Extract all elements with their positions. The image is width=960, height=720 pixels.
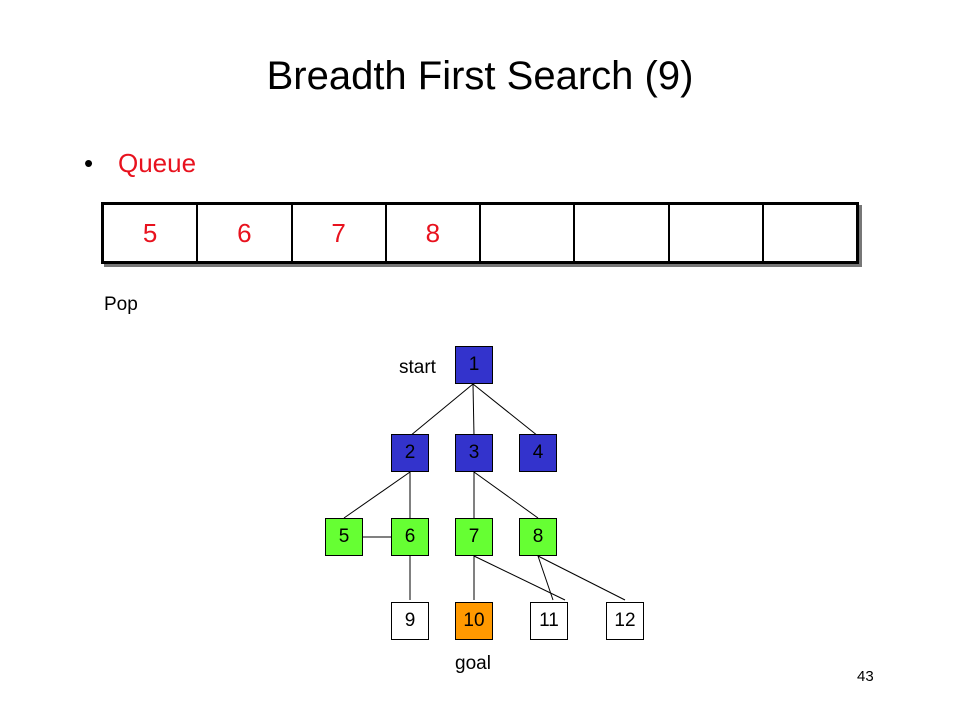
start-label: start <box>399 357 436 378</box>
edge-1-2 <box>409 383 474 437</box>
tree-node-5: 5 <box>325 518 363 556</box>
queue-bullet: • Queue <box>84 146 196 180</box>
queue-cell-3: 7 <box>293 205 387 261</box>
slide-title: Breadth First Search (9) <box>266 54 694 98</box>
queue-cell-4: 8 <box>387 205 481 261</box>
tree-node-4: 4 <box>519 434 557 472</box>
edge-2-5 <box>343 471 411 519</box>
queue-cell-2: 6 <box>198 205 293 261</box>
tree-node-6: 6 <box>391 518 429 556</box>
slide-number: 43 <box>857 668 874 685</box>
edge-1-4 <box>472 383 539 437</box>
pop-label: Pop <box>104 294 138 315</box>
bullet-dot: • <box>84 148 94 178</box>
tree-node-9: 9 <box>391 602 429 640</box>
edge-8-11 <box>537 555 554 601</box>
edge-8-12 <box>537 555 626 601</box>
queue-array: 5 6 7 8 <box>101 202 859 264</box>
tree-node-10-goal: 10 <box>455 602 493 640</box>
goal-label: goal <box>455 653 491 674</box>
edge-3-8 <box>473 471 539 519</box>
tree-node-8: 8 <box>519 518 557 556</box>
tree-node-3: 3 <box>455 434 493 472</box>
tree-node-12: 12 <box>606 602 644 640</box>
edge-7-11 <box>473 555 566 601</box>
queue-cell-6 <box>575 205 670 261</box>
queue-cell-5 <box>481 205 576 261</box>
queue-cell-1: 5 <box>104 205 199 261</box>
tree-node-2: 2 <box>391 434 429 472</box>
queue-heading: Queue <box>118 148 197 178</box>
queue-cell-7 <box>670 205 764 261</box>
edge-1-3 <box>472 383 475 437</box>
tree-node-7: 7 <box>455 518 493 556</box>
tree-node-1: 1 <box>455 346 493 384</box>
tree-node-11: 11 <box>530 602 568 640</box>
